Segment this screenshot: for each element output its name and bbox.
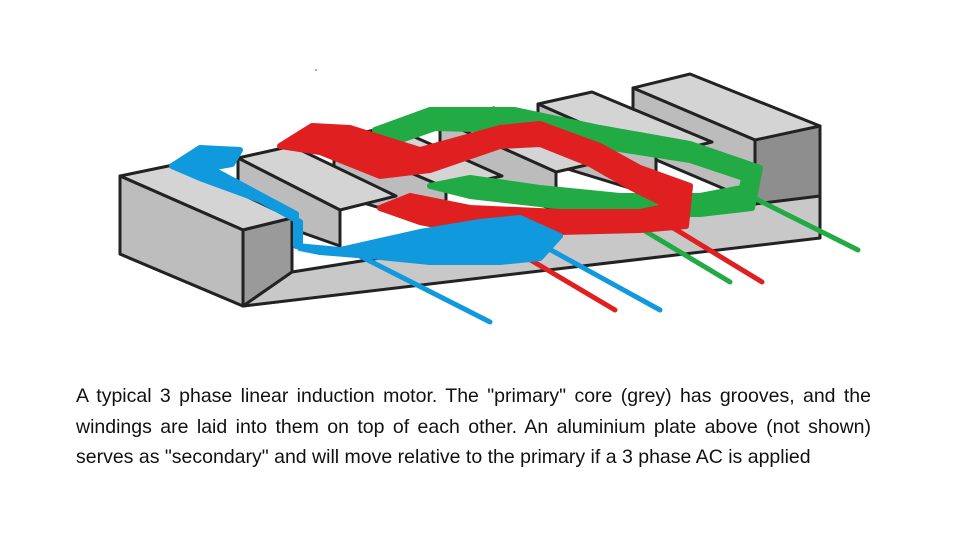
winding-blue (169, 145, 663, 325)
caption-text: A typical 3 phase linear induction motor… (76, 385, 871, 468)
stray-dot (315, 69, 317, 71)
blue-lead-2 (537, 241, 663, 313)
green-lead-2 (747, 193, 861, 253)
blue-lead-1 (357, 253, 493, 325)
red-lead-2 (667, 223, 765, 285)
tooth-1-front (118, 174, 245, 308)
red-coil (277, 121, 693, 235)
blue-coil (169, 145, 563, 265)
